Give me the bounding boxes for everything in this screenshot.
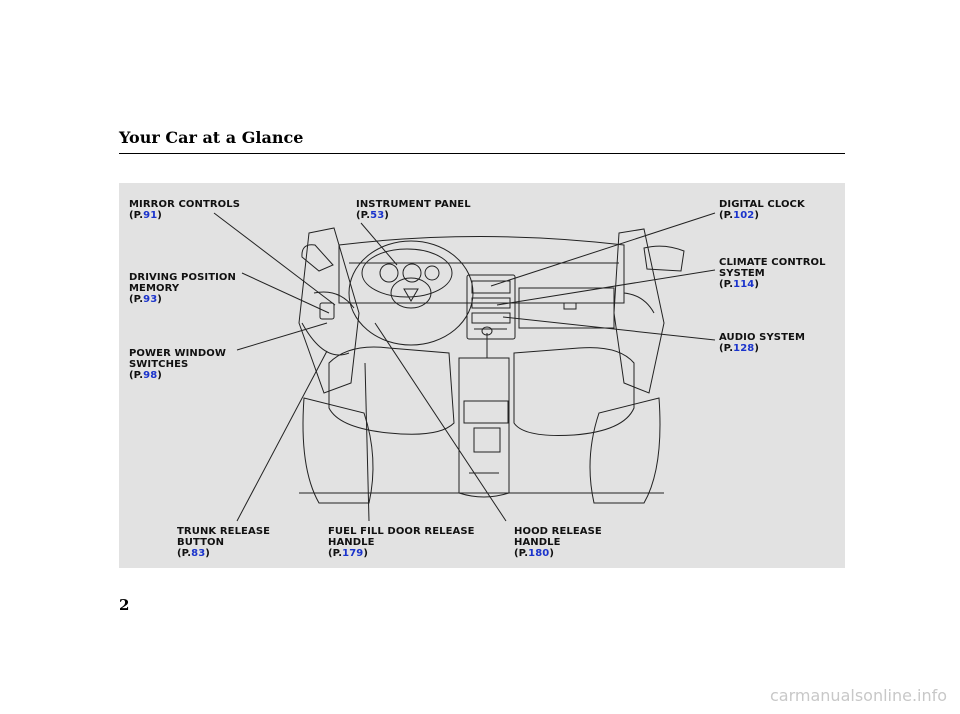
callout-trunk-release-button: TRUNK RELEASE BUTTON (P.83)	[177, 526, 271, 559]
callout-mirror-controls: MIRROR CONTROLS (P.91)	[129, 199, 241, 221]
page-title: Your Car at a Glance	[119, 128, 304, 147]
center-stack	[466, 274, 516, 340]
leader-driving-position-memory	[241, 272, 330, 314]
watermark: carmanualsonline.info	[770, 686, 948, 705]
left-seat	[328, 346, 455, 435]
leader-fuel-fill-door	[364, 362, 370, 522]
callout-power-window-switches: POWER WINDOW SWITCHES (P.98)	[129, 348, 227, 381]
instrument-cluster	[361, 248, 453, 298]
car-interior-figure: MIRROR CONTROLS (P.91) DRIVING POSITION …	[119, 183, 845, 568]
right-seat	[513, 347, 635, 436]
page-link-instrument-panel[interactable]: 53	[370, 210, 385, 221]
car-interior-illustration	[213, 212, 716, 522]
leader-power-window-switches	[236, 322, 328, 351]
leader-instrument-panel	[360, 222, 398, 266]
title-rule	[119, 153, 845, 154]
callout-climate-control-system: CLIMATE CONTROL SYSTEM (P.114)	[719, 257, 826, 290]
callout-audio-system: AUDIO SYSTEM (P.128)	[719, 332, 806, 354]
page-link-digital-clock[interactable]: 102	[733, 210, 755, 221]
callout-hood-release-handle: HOOD RELEASE HANDLE (P.180)	[514, 526, 602, 559]
leader-trunk-release	[236, 350, 328, 522]
callout-fuel-fill-door-release-handle: FUEL FILL DOOR RELEASE HANDLE (P.179)	[328, 526, 475, 559]
leader-climate-control	[496, 269, 716, 306]
page-number: 2	[119, 596, 130, 614]
leader-digital-clock	[490, 212, 716, 287]
page-link-fuel-fill-door-release-handle[interactable]: 179	[342, 548, 364, 559]
steering-wheel	[348, 240, 474, 346]
callout-driving-position-memory: DRIVING POSITION MEMORY (P.93)	[129, 272, 237, 305]
rear-vents	[463, 400, 509, 424]
callout-digital-clock: DIGITAL CLOCK (P.102)	[719, 199, 805, 221]
page-link-mirror-controls[interactable]: 91	[143, 210, 158, 221]
page-link-power-window-switches[interactable]: 98	[143, 370, 158, 381]
leader-audio-system	[502, 316, 716, 341]
page-link-trunk-release-button[interactable]: 83	[191, 548, 206, 559]
page-link-audio-system[interactable]: 128	[733, 343, 755, 354]
leader-hood-release	[374, 322, 507, 522]
window-switch-panel	[319, 302, 335, 320]
leader-mirror-controls	[213, 212, 336, 306]
page-link-driving-position-memory[interactable]: 93	[143, 294, 158, 305]
page-link-climate-control-system[interactable]: 114	[733, 279, 755, 290]
callout-instrument-panel: INSTRUMENT PANEL (P.53)	[356, 199, 471, 221]
page-link-hood-release-handle[interactable]: 180	[528, 548, 550, 559]
